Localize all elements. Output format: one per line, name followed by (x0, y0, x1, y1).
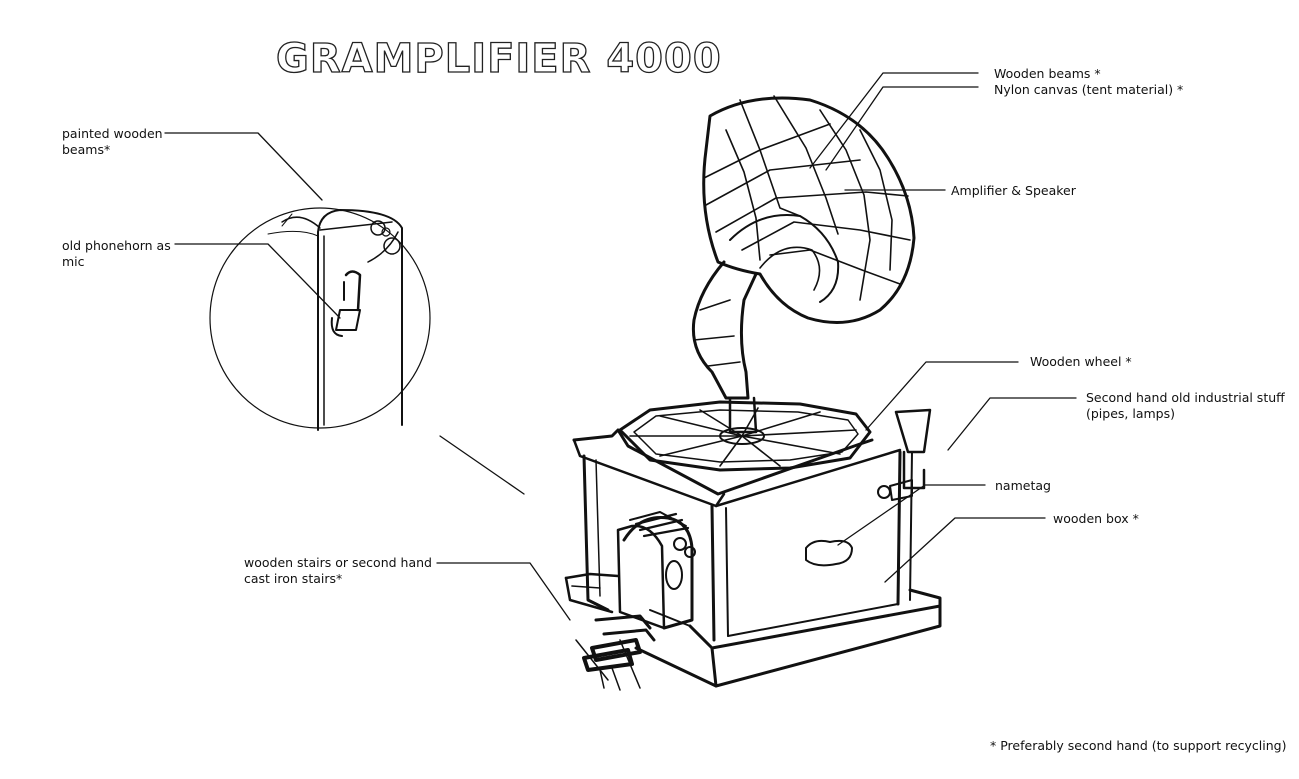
label-wooden-stairs: wooden stairs or second hand cast iron s… (244, 555, 432, 586)
label-industrial-stuff: Second hand old industrial stuff (pipes,… (1086, 390, 1285, 421)
industrial-pipe-lamp (877, 408, 932, 501)
footnote: * Preferably second hand (to support rec… (990, 738, 1287, 753)
label-old-phonehorn: old phonehorn as mic (62, 238, 171, 269)
leader-lines-right (809, 72, 1077, 583)
label-wooden-beams: Wooden beams * (994, 66, 1101, 81)
label-painted-wooden-beams: painted wooden beams* (62, 126, 163, 157)
stairs-door (564, 511, 696, 630)
label-amplifier-speaker: Amplifier & Speaker (951, 183, 1076, 198)
label-wooden-box: wooden box * (1053, 511, 1139, 526)
phonehorn-mic (330, 270, 362, 337)
label-nametag: nametag (995, 478, 1051, 493)
label-wooden-wheel: Wooden wheel * (1030, 354, 1132, 369)
gramophone-horn (691, 95, 916, 434)
nametag-plate (805, 539, 853, 567)
detail-circle (209, 207, 431, 431)
diagram-title: GRAMPLIFIER 4000 (275, 35, 722, 82)
wooden-wheel (618, 400, 872, 472)
stair-steps (575, 614, 656, 691)
label-nylon-canvas: Nylon canvas (tent material) * (994, 82, 1184, 97)
leader-lines-left (164, 132, 571, 621)
